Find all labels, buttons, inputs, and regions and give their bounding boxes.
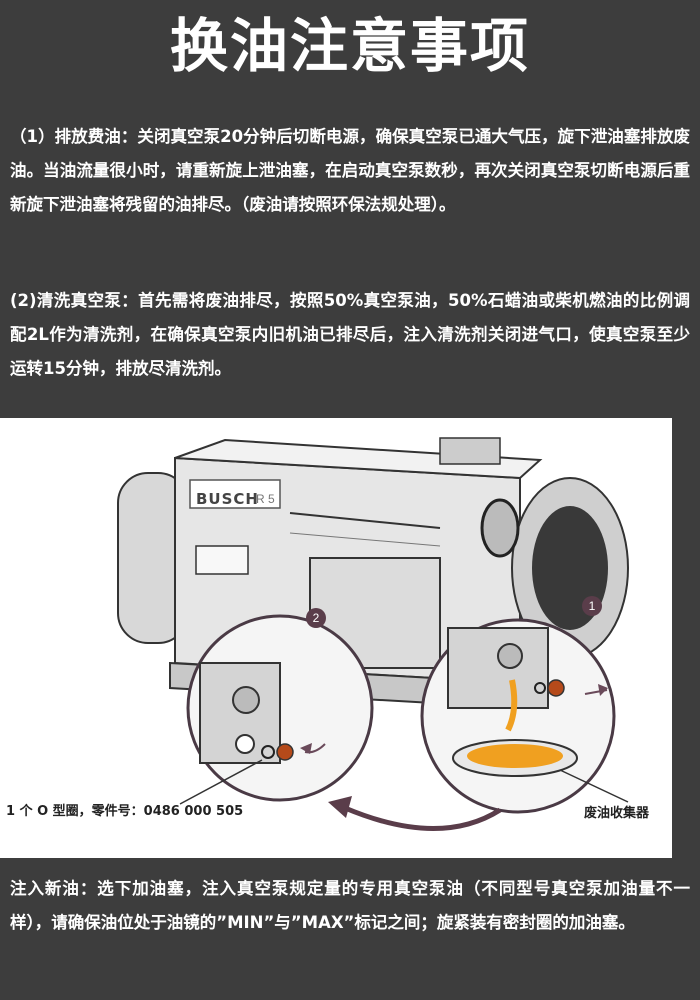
page-title: 换油注意事项 <box>169 12 530 80</box>
callout-1: 1 <box>582 596 602 616</box>
paragraph-clean-pump: (2)清洗真空泵：首先需将废油排尽，按照50%真空泵油，50%石蜡油或柴机燃油的… <box>10 291 690 378</box>
pump-top <box>174 438 543 480</box>
paragraph-drain-oil: （1）排放费油：关闭真空泵20分钟后切断电源，确保真空泵已通大气压，旋下泄油塞排… <box>10 127 690 214</box>
o-ring-left <box>261 745 275 759</box>
o-ring-right <box>534 682 546 694</box>
model-label: R 5 <box>256 492 275 506</box>
vacuum-pump-illustration: BUSCH R 5 1 2 1 个 O 型圈，零件号：0486 000 505 … <box>0 418 672 858</box>
callout-2: 2 <box>306 608 326 628</box>
drain-plug <box>547 679 565 697</box>
brand-logo: BUSCH <box>196 490 259 508</box>
fill-plug <box>276 743 294 761</box>
oil-collector-label: 废油收集器 <box>584 806 650 821</box>
pump-drawing <box>117 437 629 831</box>
o-ring-label: 1 个 O 型圈，零件号：0486 000 505 <box>6 804 244 819</box>
flow-arrow <box>344 805 502 831</box>
draining-oil <box>505 679 518 732</box>
paragraph-add-new-oil: 注入新油：选下加油塞，注入真空泵规定量的专用真空泵油（不同型号真空泵加油量不一样… <box>10 879 690 932</box>
brand-plate <box>189 479 281 509</box>
oil-sight-glass <box>480 498 520 558</box>
